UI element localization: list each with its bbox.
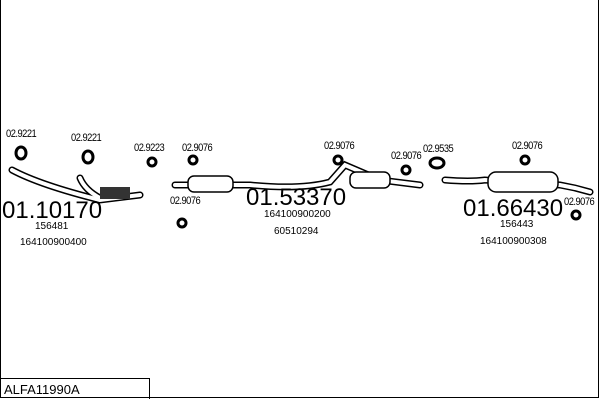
part-ref: 164100900400: [20, 237, 87, 248]
fitting-label: 02.9223: [134, 142, 165, 154]
part-ref: 156481: [35, 221, 69, 232]
center-muffler: [187, 175, 234, 193]
fitting-label: 02.9221: [71, 132, 102, 144]
fitting-label: 02.9076: [391, 150, 422, 162]
part-ref: 60510294: [274, 226, 319, 237]
fitting-label: 02.9076: [324, 140, 355, 152]
rubber-hangers: [14, 145, 582, 229]
fitting-label: 02.9076: [512, 140, 543, 152]
fitting-label: 02.9221: [6, 128, 37, 140]
part-number: 01.53370: [246, 184, 347, 211]
flex-pipe: [100, 187, 130, 199]
part-ref: 164100900308: [480, 236, 547, 247]
part-number: 01.66430: [463, 195, 564, 222]
part-ref: 164100900200: [264, 209, 331, 220]
part-number: 01.10170: [2, 197, 103, 224]
rear-muffler: [487, 171, 559, 193]
diagram-title: ALFA11990A: [0, 378, 150, 399]
fitting-label: 02.9076: [170, 195, 201, 207]
fitting-label: 02.9076: [564, 196, 595, 208]
middle-muffler: [349, 171, 391, 189]
fitting-label: 02.9535: [423, 143, 454, 155]
part-ref: 156443: [500, 219, 534, 230]
fitting-label: 02.9076: [182, 142, 213, 154]
